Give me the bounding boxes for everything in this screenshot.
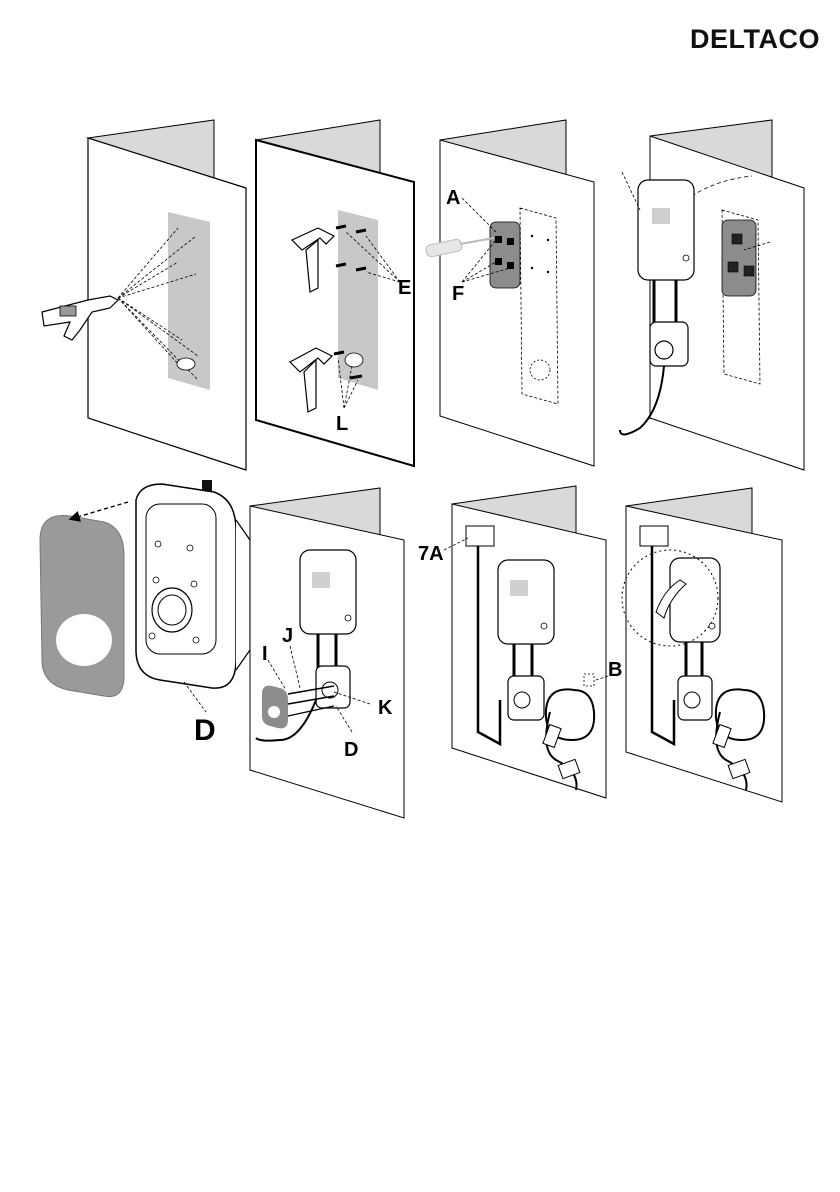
step-5-cover-plate-panel xyxy=(40,480,250,712)
label-k: K xyxy=(378,697,393,719)
label-a: A xyxy=(446,187,460,209)
step-7-label-panel xyxy=(444,486,608,798)
step-1-drilling-panel xyxy=(42,120,246,470)
label-d-large: D xyxy=(194,714,216,747)
step-4-mount-charger-panel xyxy=(620,120,804,470)
label-e: E xyxy=(398,277,411,299)
step-8-detail-panel xyxy=(622,488,782,802)
step-6-screws-panel xyxy=(250,488,404,818)
socket-frame-icon xyxy=(136,484,250,688)
step-3-bracket-panel xyxy=(425,120,594,466)
label-7a: 7A xyxy=(418,543,444,565)
label-i: I xyxy=(262,643,268,665)
label-d-small: D xyxy=(344,739,358,761)
step-2-hammering-panel xyxy=(256,120,414,466)
label-l: L xyxy=(336,413,348,435)
label-j: J xyxy=(282,625,293,647)
label-f: F xyxy=(452,283,464,305)
label-b: B xyxy=(608,659,622,681)
